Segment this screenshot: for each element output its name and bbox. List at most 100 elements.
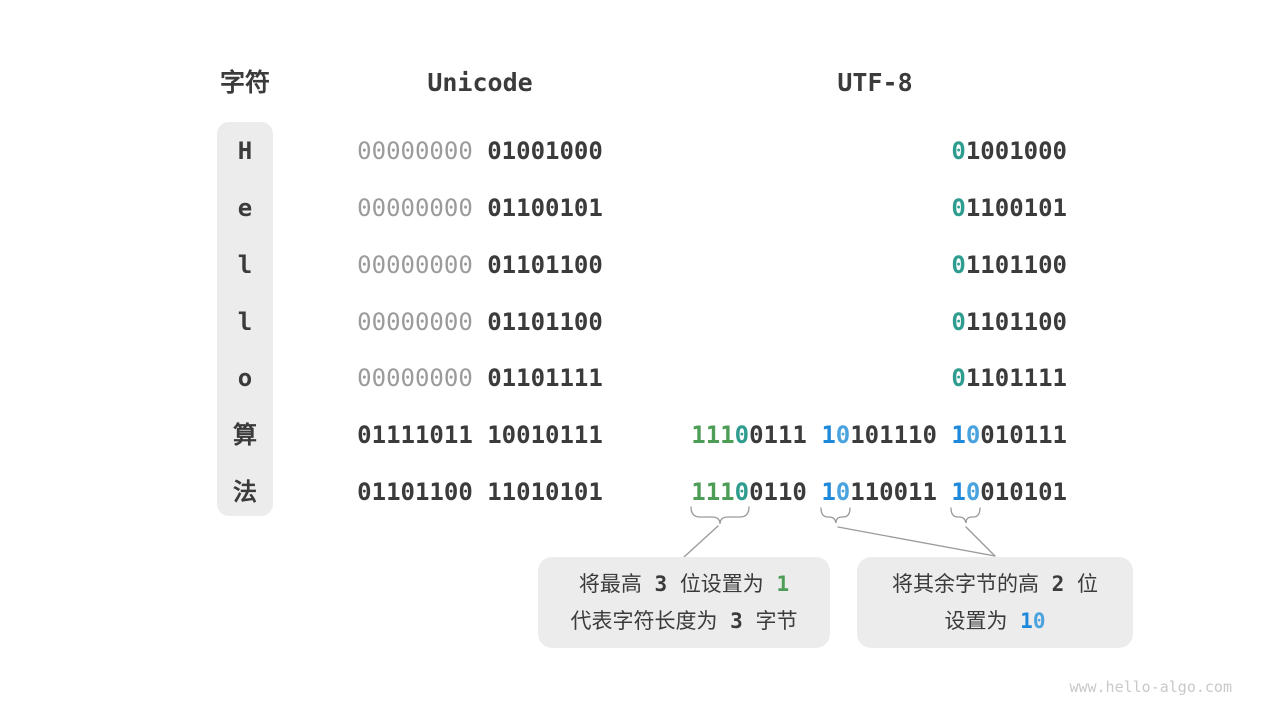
utf8-binary: 01101111 xyxy=(951,350,1067,407)
binary-segment: 1 xyxy=(776,571,790,596)
binary-segment: 代表字符长度为 xyxy=(570,608,718,633)
binary-segment: 00000000 xyxy=(357,137,473,165)
char-cell: o xyxy=(237,364,253,393)
binary-segment: 1 xyxy=(951,421,966,450)
utf8-binary: 11100110 10110011 10010101 xyxy=(691,464,1067,521)
watermark: www.hello-algo.com xyxy=(1069,678,1232,696)
binary-segment: 1 xyxy=(821,478,836,507)
binary-segment: 010111 xyxy=(980,421,1067,450)
binary-segment: 设置为 xyxy=(944,608,1008,633)
utf8-binary: 01100101 xyxy=(951,180,1067,237)
binary-segment: 01111011 10010111 xyxy=(357,421,603,450)
binary-segment: 01101100 11010101 xyxy=(357,478,603,507)
connector-line-byte3-to-right-callout xyxy=(965,526,996,557)
utf8-binary: 01001000 xyxy=(951,123,1067,180)
binary-segment xyxy=(764,572,777,596)
binary-segment xyxy=(473,251,487,279)
binary-segment xyxy=(473,194,487,222)
unicode-binary: 00000000 01100101 xyxy=(352,180,608,237)
connector-line-byte2-to-right-callout xyxy=(837,526,996,557)
column-header-unicode: Unicode xyxy=(427,68,533,97)
binary-segment: 010101 xyxy=(980,478,1067,507)
binary-segment: 位设置为 xyxy=(679,571,764,596)
unicode-binary: 01111011 10010111 xyxy=(352,407,608,464)
binary-segment xyxy=(473,137,487,165)
unicode-binary: 00000000 01101111 xyxy=(352,350,608,407)
column-header-char: 字符 xyxy=(219,68,270,97)
binary-segment: 00000000 xyxy=(357,193,473,222)
unicode-binary: 00000000 01101100 xyxy=(352,237,608,294)
binary-segment: 2 xyxy=(1039,571,1077,596)
char-cell: l xyxy=(237,250,253,279)
binary-segment: 0 xyxy=(1032,608,1046,633)
binary-segment: 0 xyxy=(951,307,966,336)
binary-segment: 111 xyxy=(691,421,735,450)
binary-segment xyxy=(1008,609,1021,633)
binary-segment: 1101111 xyxy=(965,364,1067,393)
char-cell: 法 xyxy=(233,478,257,507)
callout-line: 设置为 10 xyxy=(945,603,1046,640)
unicode-binary: 00000000 01101100 xyxy=(352,294,608,351)
binary-segment: 01001000 xyxy=(487,137,603,165)
utf8-binary: 01101100 xyxy=(951,237,1067,294)
binary-segment: 01101111 xyxy=(487,364,603,393)
binary-segment: 00000000 xyxy=(357,364,473,393)
binary-segment: 1101100 xyxy=(965,307,1067,336)
binary-segment: 3 xyxy=(717,608,756,633)
binary-segment: 0 xyxy=(951,364,966,393)
binary-segment: 01100101 xyxy=(487,193,603,222)
binary-segment: 0 xyxy=(951,137,966,165)
binary-segment: 0 xyxy=(835,421,851,450)
unicode-binary: 01101100 11010101 xyxy=(352,464,608,521)
binary-segment: 0 xyxy=(965,421,981,450)
binary-segment: 0 xyxy=(734,421,750,450)
binary-segment: 1001000 xyxy=(965,137,1067,165)
callout-continuation-byte-rule: 将其余字节的高 2 位设置为 10 xyxy=(857,557,1133,648)
column-header-utf8: UTF-8 xyxy=(837,68,913,97)
binary-segment: 1 xyxy=(951,478,966,507)
binary-segment: 101110 xyxy=(850,421,952,450)
callout-line: 将其余字节的高 2 位 xyxy=(892,566,1098,603)
binary-segment: 1 xyxy=(1020,608,1033,633)
binary-segment: 111 xyxy=(691,478,735,507)
binary-segment: 1101100 xyxy=(965,250,1067,279)
binary-segment: 0 xyxy=(951,250,966,279)
callout-line: 将最高 3 位设置为 1 xyxy=(579,566,789,603)
utf8-binary: 11100111 10101110 10010111 xyxy=(691,407,1067,464)
binary-segment: 00000000 xyxy=(357,250,473,279)
connector-line-to-left-callout xyxy=(683,525,719,558)
binary-segment: 00000000 xyxy=(357,307,473,336)
binary-segment: 将最高 xyxy=(578,571,642,596)
binary-segment: 将其余字节的高 xyxy=(892,571,1040,596)
callout-line: 代表字符长度为 3 字节 xyxy=(571,603,798,640)
binary-segment: 1 xyxy=(821,421,836,450)
binary-segment: 0 xyxy=(951,193,966,222)
binary-segment: 位 xyxy=(1076,571,1098,596)
binary-segment xyxy=(473,308,487,336)
binary-segment: 0 xyxy=(835,478,851,507)
char-cell: 算 xyxy=(233,421,257,450)
binary-segment: 01101100 xyxy=(487,307,603,336)
unicode-binary: 00000000 01001000 xyxy=(352,123,608,180)
char-cell: l xyxy=(237,307,253,336)
binary-segment: 0111 xyxy=(749,421,822,450)
utf8-binary: 01101100 xyxy=(951,294,1067,351)
char-cell: H xyxy=(237,137,253,165)
binary-segment: 0 xyxy=(965,478,981,507)
binary-segment: 0 xyxy=(734,478,750,507)
binary-segment: 01101100 xyxy=(487,250,603,279)
binary-segment xyxy=(473,364,487,392)
binary-segment: 字节 xyxy=(755,608,798,633)
binary-segment: 1100101 xyxy=(965,193,1067,222)
char-cell: e xyxy=(237,193,253,222)
binary-segment: 3 xyxy=(641,571,680,596)
